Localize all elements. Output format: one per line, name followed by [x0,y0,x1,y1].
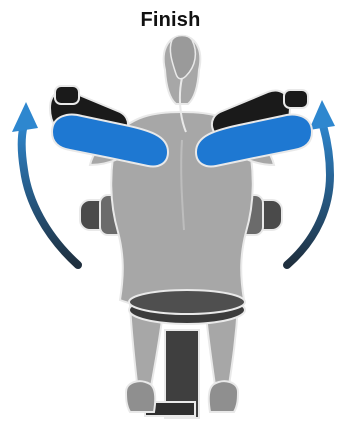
seat [129,290,245,324]
